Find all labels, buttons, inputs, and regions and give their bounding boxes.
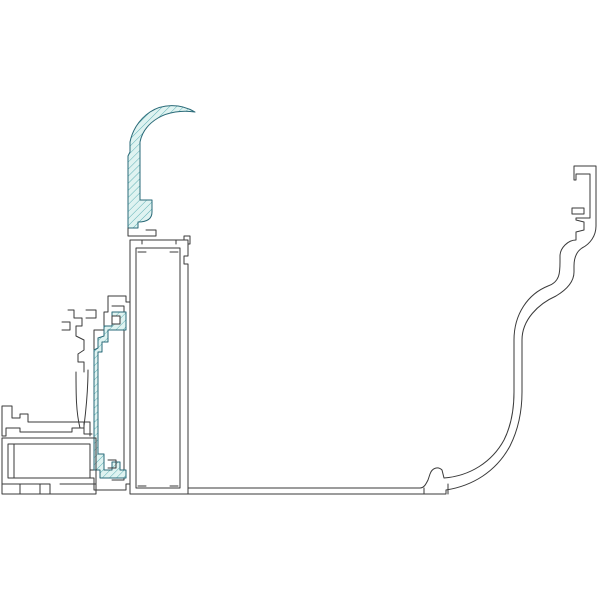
left-frame <box>1 405 91 437</box>
hatched-gasket-lower <box>93 311 127 479</box>
upright-profile <box>61 295 131 491</box>
gutter-profile <box>187 165 597 495</box>
main-mullion <box>129 235 191 495</box>
bottom-box-section <box>1 437 97 495</box>
top-clip <box>127 105 196 237</box>
